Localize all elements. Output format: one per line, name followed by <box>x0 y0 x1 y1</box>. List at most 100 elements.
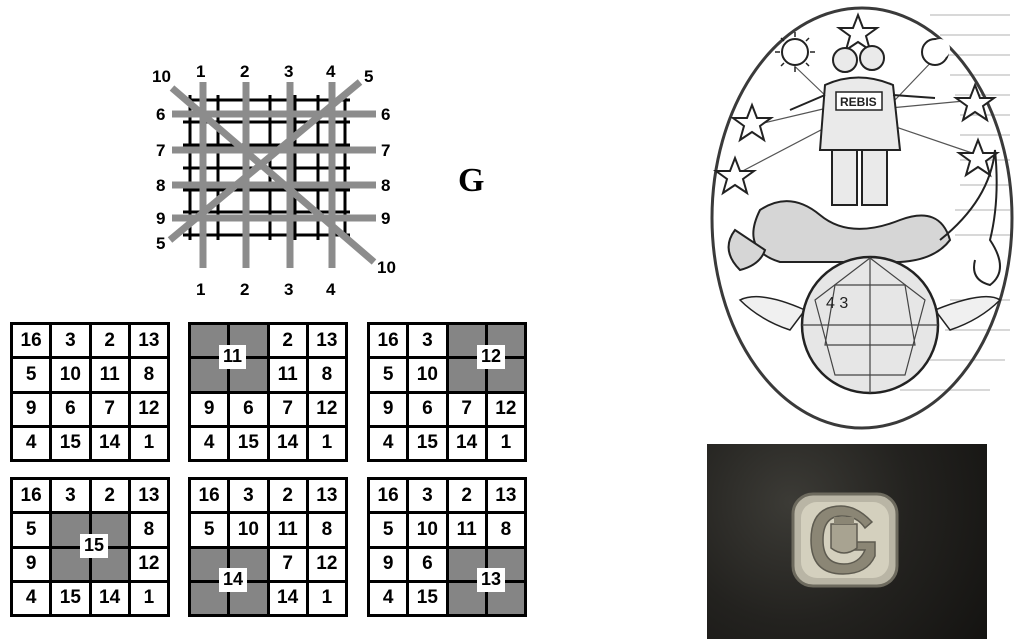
right-label-8: 8 <box>381 176 390 195</box>
grid-cell: 6 <box>409 549 445 580</box>
grid-cell: 4 <box>370 428 406 459</box>
grid-cell: 9 <box>370 549 406 580</box>
grid-cell: 3 <box>409 325 445 356</box>
grid-cell: 10 <box>409 359 445 390</box>
grid-cell: 8 <box>309 514 345 545</box>
grid-cell: 8 <box>488 514 524 545</box>
grid-cell: 5 <box>13 359 49 390</box>
grid-cell: 1 <box>309 583 345 614</box>
grid-cell: 6 <box>230 394 266 425</box>
grid-cell: 14 <box>270 583 306 614</box>
grid-cell: 14 <box>92 428 128 459</box>
grid-cell: 13 <box>131 325 167 356</box>
grid-cell: 15 <box>52 583 88 614</box>
grid-cell: 13 <box>131 480 167 511</box>
bottom-label-4: 4 <box>326 280 336 299</box>
grid-cell: 14 <box>270 428 306 459</box>
right-label-9: 9 <box>381 209 390 228</box>
grid-cell: 16 <box>13 480 49 511</box>
sun-icon <box>775 32 815 72</box>
grid-cell: 8 <box>131 359 167 390</box>
grid-cell: 2 <box>270 480 306 511</box>
grid-cell: 3 <box>52 325 88 356</box>
grid-cell: 4 <box>191 428 227 459</box>
left-label-7: 7 <box>156 141 165 160</box>
globe-numbers: 4 3 <box>826 295 848 312</box>
grid-cell: 3 <box>409 480 445 511</box>
grid-cell: 15 <box>52 428 88 459</box>
rebis-engraving: REBIS 4 3 <box>700 0 1017 435</box>
grid-cell: 12 <box>488 394 524 425</box>
grid-cell: 2 <box>92 480 128 511</box>
grid-cell: 9 <box>191 394 227 425</box>
grid-cell: 3 <box>52 480 88 511</box>
grid-cell: 13 <box>488 480 524 511</box>
right-label-6: 6 <box>381 105 390 124</box>
grid-cell: 11 <box>92 359 128 390</box>
bottom-label-3: 3 <box>284 280 293 299</box>
grid-cell: 10 <box>230 514 266 545</box>
right-label-7: 7 <box>381 141 390 160</box>
left-label-6: 6 <box>156 105 165 124</box>
grid-cell: 8 <box>131 514 167 545</box>
grid-cell: 1 <box>309 428 345 459</box>
top-label-1: 1 <box>196 62 205 81</box>
grid-cell: 5 <box>370 514 406 545</box>
grid-cell: 5 <box>370 359 406 390</box>
grid-cell: 12 <box>309 394 345 425</box>
seal-photo <box>707 444 987 639</box>
grid-cell: 11 <box>449 514 485 545</box>
grid-cell: 12 <box>131 549 167 580</box>
grid-cell: 7 <box>449 394 485 425</box>
grid-cell: 4 <box>13 428 49 459</box>
grid-cell: 12 <box>131 394 167 425</box>
grid-cell: 11 <box>270 359 306 390</box>
grid-cell: 4 <box>13 583 49 614</box>
rebis-banner-text: REBIS <box>840 95 877 109</box>
magic-square-panel: 16321351011871214114 <box>188 477 348 617</box>
grid-cell: 16 <box>191 480 227 511</box>
corner-label-top-right: 5 <box>364 67 373 86</box>
grid-cell: 1 <box>131 583 167 614</box>
grid-cell: 8 <box>309 359 345 390</box>
bottom-label-2: 2 <box>240 280 249 299</box>
grid-cell: 16 <box>370 480 406 511</box>
letter-g: G <box>458 162 484 200</box>
grid-cell: 9 <box>13 549 49 580</box>
grid-cell: 3 <box>230 480 266 511</box>
grid-cell: 10 <box>52 359 88 390</box>
merged-cell-label: 12 <box>477 345 505 369</box>
rebis-figure <box>790 46 935 205</box>
left-label-9: 9 <box>156 209 165 228</box>
grid-cell: 9 <box>370 394 406 425</box>
grid-cell: 15 <box>409 583 445 614</box>
grid-cell: 10 <box>409 514 445 545</box>
grid-cell: 2 <box>92 325 128 356</box>
globe-icon: 4 3 <box>802 257 938 393</box>
grid-cell: 7 <box>270 549 306 580</box>
grid-diagram: 10 1 2 3 4 5 6 7 8 9 5 6 7 8 9 10 1 2 3 … <box>140 52 410 302</box>
left-label-8: 8 <box>156 176 165 195</box>
corner-label-top-left: 10 <box>152 67 171 86</box>
moon-icon <box>922 39 950 65</box>
grid-cell: 15 <box>409 428 445 459</box>
merged-cell-label: 14 <box>219 568 247 592</box>
grid-cell: 12 <box>309 549 345 580</box>
top-label-2: 2 <box>240 62 249 81</box>
merged-cell-label: 15 <box>80 534 108 558</box>
grid-cell: 6 <box>409 394 445 425</box>
corner-label-bottom-right: 10 <box>377 258 396 277</box>
grid-cell: 2 <box>270 325 306 356</box>
grid-cell: 9 <box>13 394 49 425</box>
grid-cell: 1 <box>131 428 167 459</box>
merged-cell-label: 11 <box>219 345 246 369</box>
ring-seal-icon <box>707 444 987 639</box>
grid-cell: 14 <box>92 583 128 614</box>
grid-cell: 5 <box>191 514 227 545</box>
grid-cell: 14 <box>449 428 485 459</box>
grid-cell: 16 <box>370 325 406 356</box>
grid-cell: 11 <box>270 514 306 545</box>
